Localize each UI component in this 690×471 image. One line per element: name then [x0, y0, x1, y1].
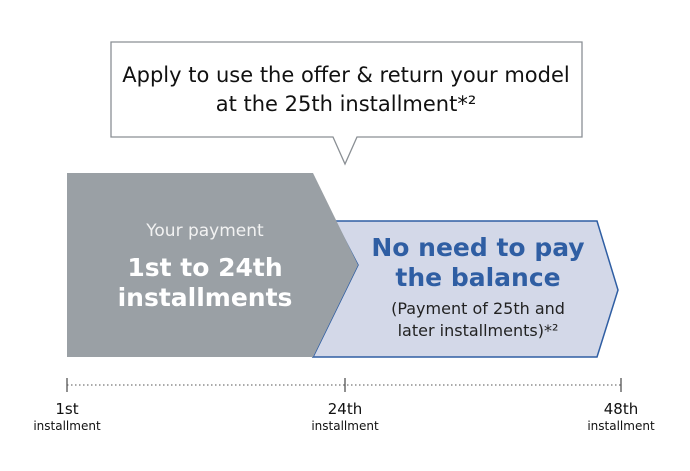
waived-segment: No need to pay the balance (Payment of 2…: [311, 220, 619, 358]
timeline: 1st installment 24th installment 48th in…: [33, 378, 655, 433]
waived-title-line-1: No need to pay: [371, 233, 584, 262]
paid-caption: Your payment: [145, 221, 264, 241]
callout-box: Apply to use the offer & return your mod…: [110, 41, 583, 166]
callout-line-2: at the 25th installment*²: [216, 92, 477, 116]
paid-segment: Your payment 1st to 24th installments: [67, 173, 358, 357]
tick-ordinal: 1st: [55, 400, 78, 418]
waived-note-line-1: (Payment of 25th and: [391, 299, 565, 318]
waived-title-line-2: the balance: [395, 263, 560, 292]
tick-ordinal: 24th: [328, 400, 362, 418]
paid-title-line-1: 1st to 24th: [127, 253, 282, 282]
callout-line-1: Apply to use the offer & return your mod…: [122, 63, 569, 87]
waived-note-line-2: later installments)*²: [398, 321, 559, 340]
tick-label: installment: [587, 419, 655, 433]
paid-title-line-2: installments: [118, 283, 293, 312]
tick-label: installment: [33, 419, 101, 433]
tick-label: installment: [311, 419, 379, 433]
tick-ordinal: 48th: [604, 400, 638, 418]
